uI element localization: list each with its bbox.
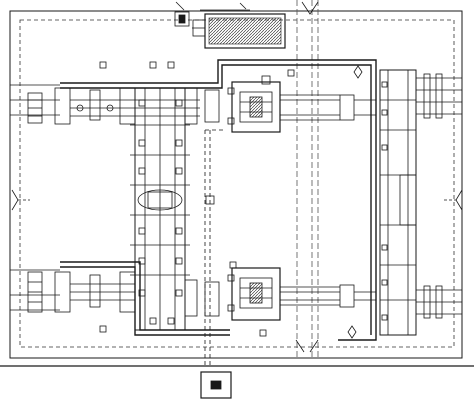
bottom-detail-box	[200, 371, 232, 399]
site-boundary	[9, 10, 463, 359]
bottom-incoming-bay	[10, 269, 220, 317]
corner-marks	[11, 189, 463, 353]
cable-junction	[205, 195, 215, 205]
control-building	[174, 2, 286, 49]
bottom-transformer	[227, 267, 376, 321]
equipment-markers	[99, 61, 363, 339]
cable-route	[204, 129, 225, 366]
inner-fence	[19, 19, 455, 348]
top-transformer	[227, 75, 376, 133]
main-bus-frame	[60, 59, 377, 341]
right-feeder-frame	[379, 69, 462, 336]
central-busbar	[130, 87, 190, 331]
top-incoming-bay	[10, 84, 220, 125]
